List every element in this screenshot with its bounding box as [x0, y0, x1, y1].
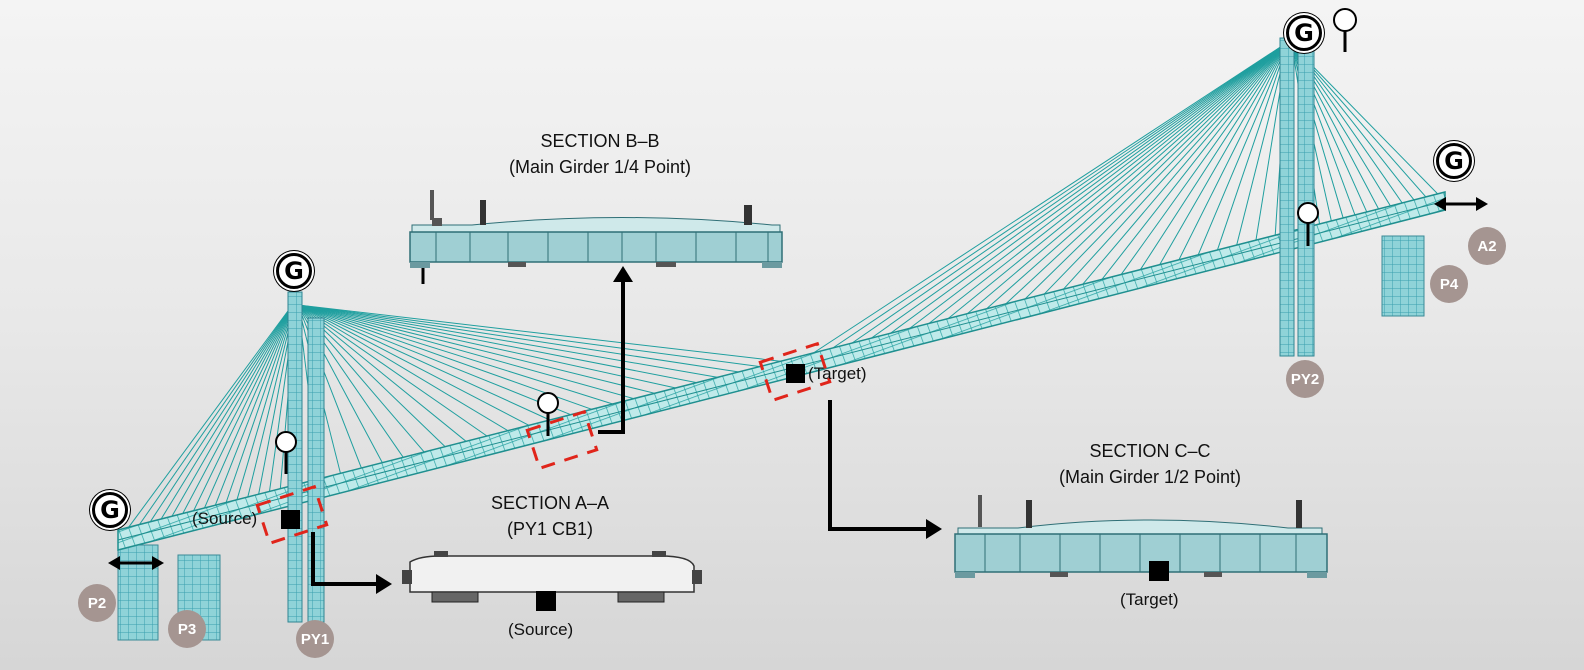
section-c-drawing — [954, 495, 1328, 581]
pylon-py1 — [287, 291, 325, 623]
source-label: (Source) — [192, 509, 258, 528]
stay-cable — [297, 304, 492, 440]
section-marker-target — [758, 341, 832, 403]
stay-cable — [124, 299, 297, 533]
section-a-subheading: (PY1 CB1) — [506, 519, 594, 539]
section-a-drawing — [402, 551, 702, 611]
stay-cable — [297, 304, 641, 402]
target-sensor-square — [786, 364, 805, 383]
stay-cable — [297, 304, 726, 380]
section-c-heading: SECTION C–C — [1089, 441, 1211, 461]
stay-cable — [922, 41, 1289, 329]
stay-cable — [1176, 41, 1289, 264]
leader-arrow-a — [311, 532, 392, 594]
stay-cable — [902, 41, 1289, 334]
stay-cable — [157, 299, 297, 524]
stay-cable — [190, 299, 297, 516]
target-label: (Target) — [808, 364, 867, 383]
leader-arrow-c — [828, 400, 942, 539]
stay-cable — [168, 299, 297, 522]
pin-marker-quarter — [537, 392, 559, 436]
stay-cable — [824, 41, 1289, 354]
stay-cable — [1000, 41, 1289, 309]
stay-cable — [297, 304, 577, 418]
stay-cable — [961, 41, 1289, 319]
stay-cable — [297, 304, 684, 391]
pin-marker-py2 — [1297, 202, 1319, 246]
section-b-drawing — [409, 190, 783, 268]
support-badge-p2: P2 — [78, 584, 116, 622]
ground-icon-left: G — [92, 492, 128, 528]
stay-cable — [179, 299, 297, 519]
stay-cable — [297, 304, 705, 385]
leader-arrow-b — [598, 266, 633, 434]
support-badge-p4: P4 — [1430, 265, 1468, 303]
pin-marker-py1 — [275, 431, 297, 474]
ground-icon-py2: G — [1286, 15, 1322, 51]
stay-cable — [146, 299, 297, 527]
stay-cable — [980, 41, 1289, 314]
ground-icon-py1: G — [276, 253, 312, 289]
stay-cable — [297, 304, 470, 445]
stay-cable — [1196, 41, 1289, 259]
stay-cable — [1235, 41, 1289, 249]
stay-cable — [1215, 41, 1289, 254]
section-b-heading: SECTION B–B — [540, 131, 660, 151]
stay-cable — [941, 41, 1289, 324]
support-badge-a2: A2 — [1468, 227, 1506, 265]
stay-cable — [213, 299, 297, 510]
stay-cable — [297, 304, 556, 423]
pier-p2 — [117, 544, 159, 641]
ground-icon-right: G — [1436, 143, 1472, 179]
stay-cable — [297, 304, 748, 374]
stay-cable — [1291, 44, 1441, 197]
stay-cable — [235, 299, 297, 505]
stay-cable — [883, 41, 1289, 339]
stay-cable — [1078, 41, 1289, 289]
section-a-source-label: (Source) — [508, 620, 574, 639]
support-badge-py2: PY2 — [1286, 360, 1324, 398]
stay-cable — [1059, 41, 1289, 294]
stay-cable — [297, 304, 662, 396]
stay-cable — [297, 304, 791, 363]
stay-cable — [863, 41, 1289, 344]
stay-cable — [297, 304, 513, 434]
expansion-arrow-left — [108, 556, 164, 570]
stay-cable — [1039, 41, 1289, 299]
pylon-py2 — [1279, 37, 1315, 357]
stay-cable — [1020, 41, 1289, 304]
stay-cable — [1117, 41, 1289, 279]
section-a-heading: SECTION A–A — [490, 493, 610, 513]
stay-cable — [843, 41, 1289, 349]
pin-marker-top — [1333, 8, 1357, 52]
section-c-target-label: (Target) — [1120, 590, 1179, 609]
stay-cable — [297, 304, 769, 369]
support-badge-py1: PY1 — [296, 620, 334, 658]
source-sensor-square — [281, 510, 300, 529]
section-marker-source — [255, 484, 329, 546]
stay-cable — [1098, 41, 1289, 284]
pier-p4 — [1381, 235, 1425, 317]
stay-cable — [202, 299, 297, 513]
stay-cable — [297, 304, 620, 407]
stay-cable — [224, 299, 297, 507]
stay-cable — [297, 304, 534, 429]
expansion-arrow-right — [1434, 197, 1488, 211]
stay-cable — [1291, 44, 1429, 200]
stay-cable — [804, 41, 1289, 359]
section-a-title: SECTION A–A (PY1 CB1) — [460, 490, 640, 542]
stay-cable — [1137, 41, 1289, 274]
section-c-subheading: (Main Girder 1/2 Point) — [1058, 467, 1242, 487]
section-c-title: SECTION C–C (Main Girder 1/2 Point) — [1020, 438, 1280, 490]
stay-cable — [135, 299, 297, 530]
section-b-subheading: (Main Girder 1/4 Point) — [508, 157, 692, 177]
section-marker-quarter — [525, 409, 599, 471]
section-b-title: SECTION B–B (Main Girder 1/4 Point) — [470, 128, 730, 180]
support-badge-p3: P3 — [168, 610, 206, 648]
stay-cable — [1157, 41, 1289, 269]
